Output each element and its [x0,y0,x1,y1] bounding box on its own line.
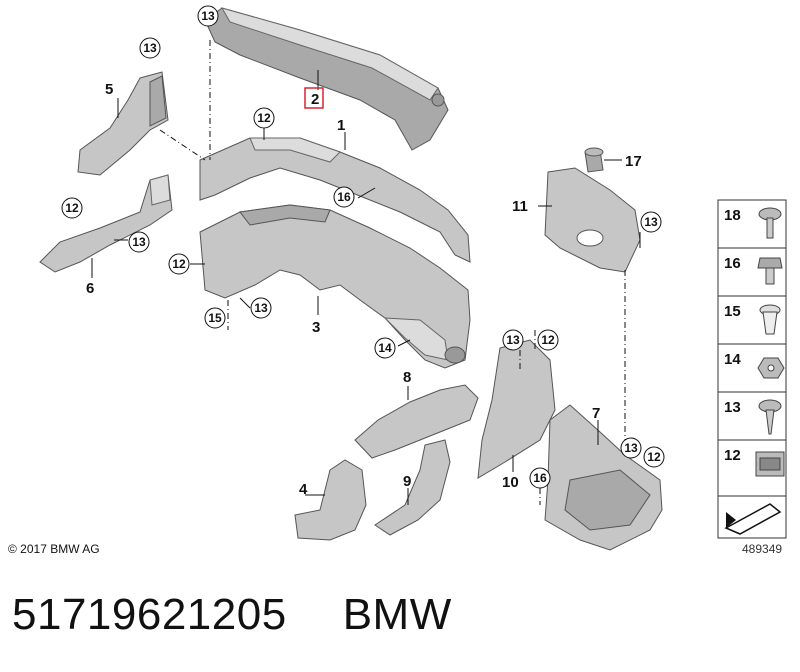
brand: BMW [342,590,452,639]
part-4-bracket [294,459,367,541]
svg-text:14: 14 [378,341,392,355]
callout-13-c: 13 [128,231,150,253]
spring-nut-icon [755,451,785,477]
part-number-line: 51719621205 BMW [12,590,508,640]
orientation-arrow-icon [724,503,782,535]
svg-text:12: 12 [647,450,661,464]
hex-nut-icon [757,357,785,379]
svg-text:13: 13 [143,41,157,55]
part-10-cover [477,339,556,479]
callout-12-b: 12 [61,197,83,219]
copyright: © 2017 BMW AG [8,542,100,556]
legend-16: 16 [724,255,741,272]
label-part-10: 10 [502,474,519,491]
callout-13-g: 13 [620,437,642,459]
svg-text:13: 13 [644,215,658,229]
part-6-panel [39,174,173,273]
part-1-support [199,137,471,263]
svg-text:16: 16 [337,190,351,204]
clip-nut-icon [759,304,781,335]
callout-16-b: 16 [529,467,551,489]
svg-text:13: 13 [132,235,146,249]
label-part-7: 7 [592,405,600,422]
part-11-panel [544,167,641,273]
label-part-11: 11 [512,198,528,215]
label-part-3: 3 [312,319,320,336]
callout-13-a: 13 [197,5,219,27]
svg-text:13: 13 [254,301,268,315]
svg-text:15: 15 [208,311,222,325]
svg-text:12: 12 [172,257,186,271]
fastener-legend: 18 16 15 14 13 12 [717,199,787,539]
screw-icon [758,207,782,239]
callout-12-d: 12 [537,329,559,351]
label-part-8: 8 [403,369,411,386]
label-part-2: 2 [311,91,319,108]
callout-16-a: 16 [333,186,355,208]
label-part-9: 9 [403,473,411,490]
part-8-bracket [354,384,479,459]
callout-15-a: 15 [204,307,226,329]
highlight-box [304,87,324,109]
callout-13-b: 13 [139,37,161,59]
part-3-wheel-arch [199,204,471,369]
legend-14: 14 [724,351,741,368]
label-part-4: 4 [299,481,308,498]
part-5-bracket [77,71,169,176]
label-part-17: 17 [625,153,642,170]
callout-12-a: 12 [253,107,275,129]
legend-12: 12 [724,447,741,464]
self-tap-screw-icon [758,399,782,435]
svg-text:13: 13 [201,9,215,23]
svg-text:12: 12 [257,111,271,125]
callout-13-f: 13 [640,211,662,233]
legend-13: 13 [724,399,741,416]
callout-12-c: 12 [168,253,190,275]
label-part-1: 1 [337,117,345,134]
callout-13-e: 13 [502,329,524,351]
part-17-nut [584,147,604,173]
bolt-icon [757,257,783,285]
svg-text:12: 12 [65,201,79,215]
part-2-carrier [204,7,449,151]
doc-number: 489349 [742,542,783,556]
callout-12-e: 12 [643,446,665,468]
svg-text:13: 13 [624,441,638,455]
svg-text:16: 16 [533,471,547,485]
legend-15: 15 [724,303,741,320]
callout-13-d: 13 [250,297,272,319]
label-part-6: 6 [86,280,94,297]
svg-text:13: 13 [506,333,520,347]
part-7-bracket [544,404,663,551]
label-part-5: 5 [105,81,113,98]
svg-text:12: 12 [541,333,555,347]
part-number: 51719621205 [12,590,287,639]
part-9-bracket [374,439,451,536]
legend-18: 18 [724,207,741,224]
callout-14-a: 14 [374,337,396,359]
